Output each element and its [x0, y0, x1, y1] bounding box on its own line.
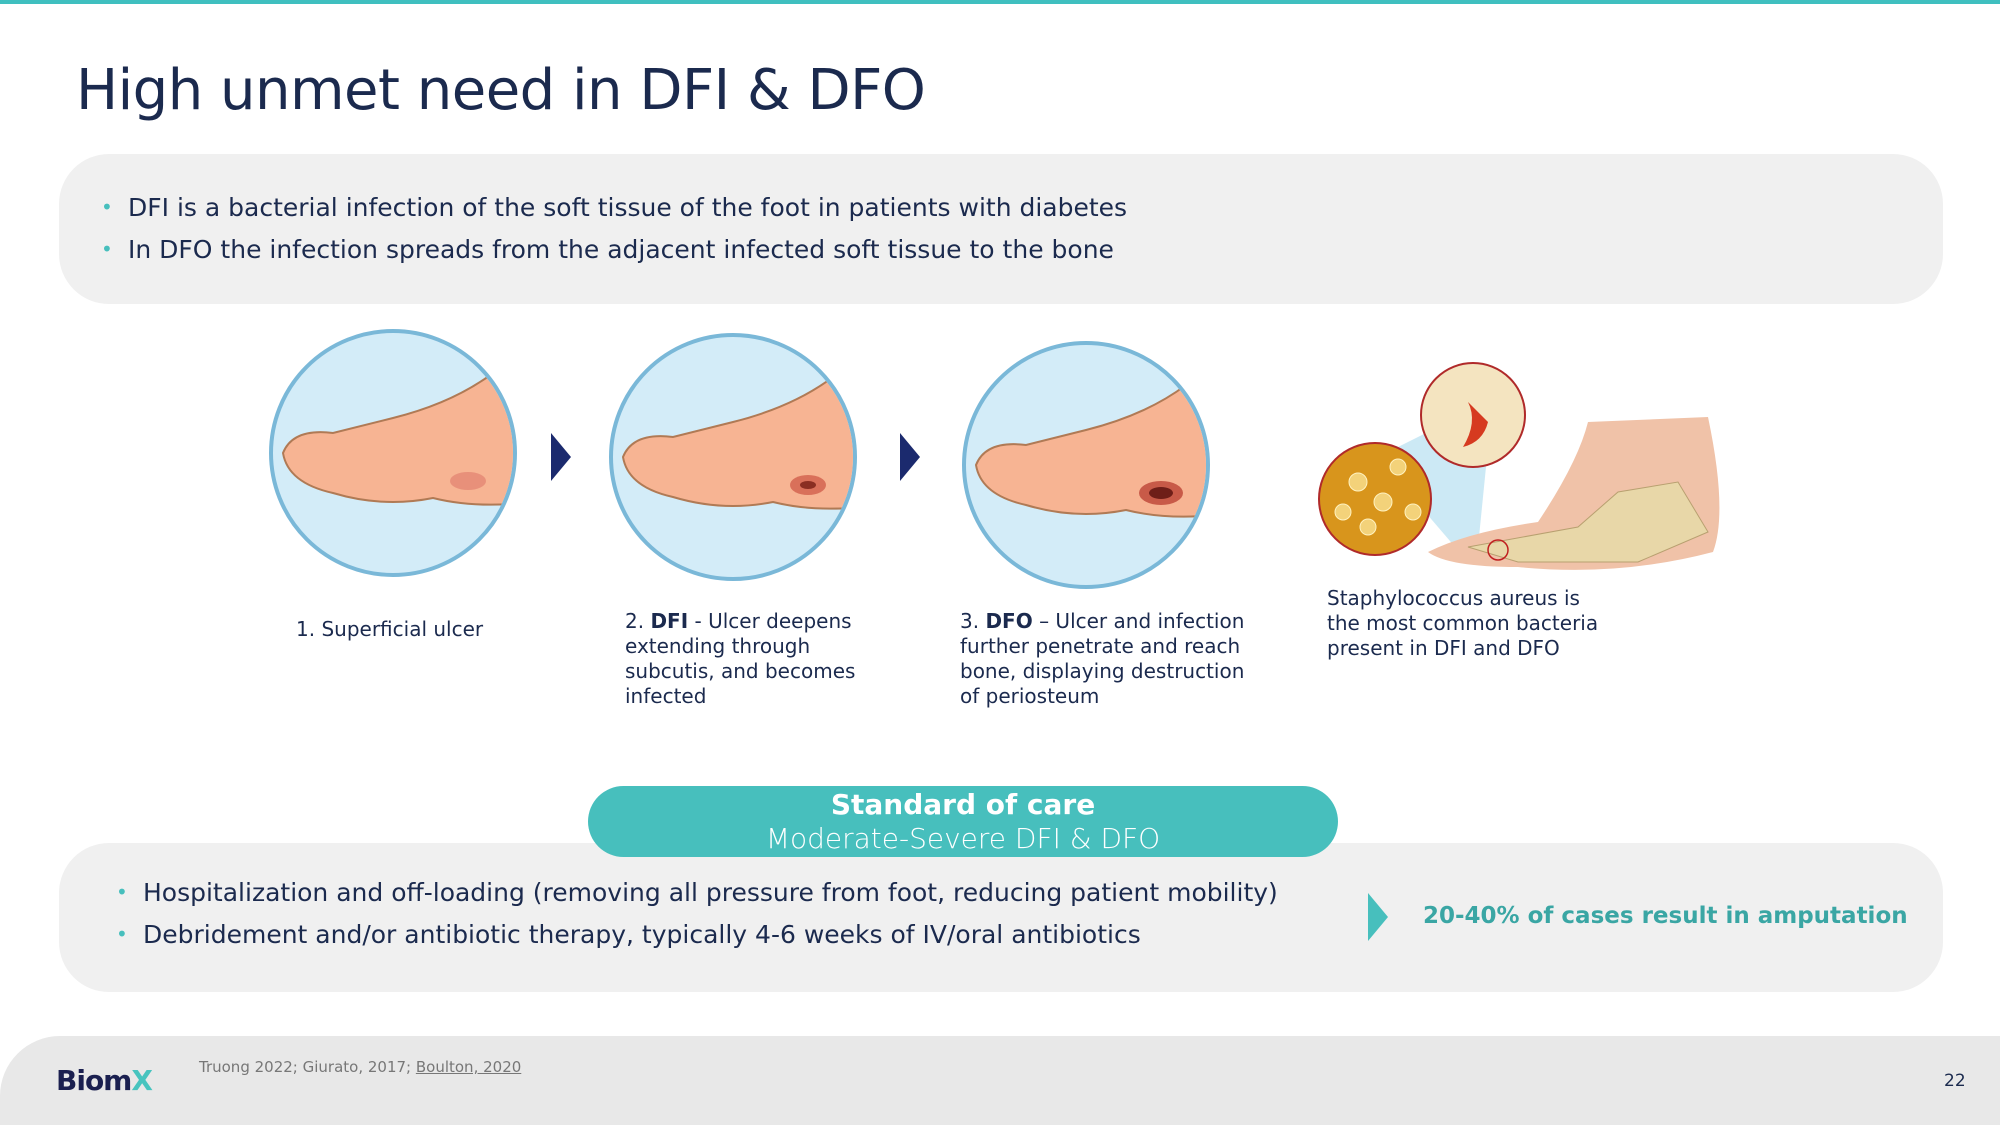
footer [0, 1036, 2000, 1125]
stage-1-caption: 1. Superficial ulcer [296, 617, 484, 641]
step-arrow-icon [900, 433, 920, 481]
standard-of-care-title: Standard of care [830, 788, 1096, 821]
biomx-logo: BiomX [56, 1064, 153, 1097]
page-title: High unmet need in DFI & DFO [76, 58, 926, 123]
standard-of-care-subtitle: Moderate-Severe DFI & DFO [765, 822, 1161, 855]
bacteria-foot-illustration [1318, 362, 1720, 570]
treatment-bullet: •Debridement and/or antibiotic therapy, … [116, 920, 1141, 949]
citations: Truong 2022; Giurato, 2017; Boulton, 202… [199, 1058, 522, 1076]
citation-link[interactable]: Boulton, 2020 [415, 1058, 522, 1076]
stage-3-caption: 3. DFO – Ulcer and infection further pen… [960, 609, 1245, 708]
foot-illustration-stage-1 [269, 329, 517, 577]
outcome-arrow-icon [1368, 893, 1388, 941]
bacteria-caption: Staphylococcus aureus is the most common… [1327, 586, 1599, 660]
treatment-bullet: •Hospitalization and off-loading (removi… [116, 878, 1278, 907]
bullet-text: Debridement and/or antibiotic therapy, t… [143, 920, 1141, 949]
foot-illustration-stage-2 [609, 333, 857, 581]
definition-bullet: •DFI is a bacterial infection of the sof… [101, 193, 1128, 222]
amputation-outcome: 20-40% of cases result in amputation [1423, 903, 1908, 929]
treatment-box [59, 843, 1943, 992]
page-number: 22 [1944, 1071, 1966, 1091]
bullet-text: DFI is a bacterial infection of the soft… [128, 193, 1128, 222]
bullet-text: In DFO the infection spreads from the ad… [128, 235, 1114, 264]
definition-bullet: •In DFO the infection spreads from the a… [101, 235, 1114, 264]
step-arrow-icon [551, 433, 571, 481]
standard-of-care-banner: Standard of care Moderate-Severe DFI & D… [588, 786, 1338, 857]
foot-illustration-stage-3 [962, 341, 1210, 589]
bullet-text: Hospitalization and off-loading (removin… [143, 878, 1278, 907]
stage-2-caption: 2. DFI - Ulcer deepens extending through… [625, 609, 856, 708]
top-accent-line [0, 0, 2000, 4]
definition-box [59, 154, 1943, 304]
